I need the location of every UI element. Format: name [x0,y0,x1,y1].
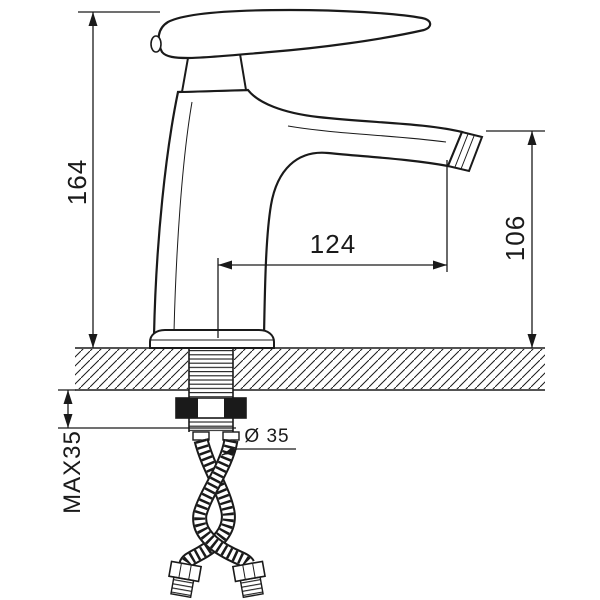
dim-label-max35: MAX35 [59,430,86,514]
dim-spout-reach: 124 [217,160,448,338]
aerator-hatch [454,133,475,170]
hose-fitting-right [231,560,266,599]
dim-total-height: 164 [62,11,160,348]
threaded-shank-upper [189,350,233,397]
body-contour-line [173,101,193,333]
faucet-handle [157,8,432,60]
spout-contour-line [287,125,447,143]
dim-label-124: 124 [310,229,356,259]
aerator-tip [446,130,484,173]
faucet-body [152,88,464,338]
faucet-outline [149,8,484,349]
countertop [75,347,545,391]
dim-label-164: 164 [62,159,92,205]
supply-hose-right [192,438,255,569]
mounting-nut-left-face [176,398,198,418]
dim-outlet-height: 106 [486,130,545,348]
faucet-neck [180,52,248,94]
countertop-hatch-right [234,349,545,389]
threaded-shank-lower [189,418,233,432]
dim-label-dia35: Ø 35 [244,426,289,447]
dimension-annotations: 164 106 124 MAX35 [58,11,545,514]
hose-fitting-left [168,560,203,599]
dim-max-thickness: MAX35 [58,389,236,514]
dim-label-106: 106 [500,215,530,261]
under-counter-assembly [168,348,266,599]
base-flange [149,329,275,349]
dim-hole-diameter: Ø 35 [221,426,296,456]
countertop-hatch-left [75,349,188,389]
handle-end-cap [150,35,162,53]
hose-collar-right [222,431,240,441]
mounting-nut-right-face [224,398,246,418]
